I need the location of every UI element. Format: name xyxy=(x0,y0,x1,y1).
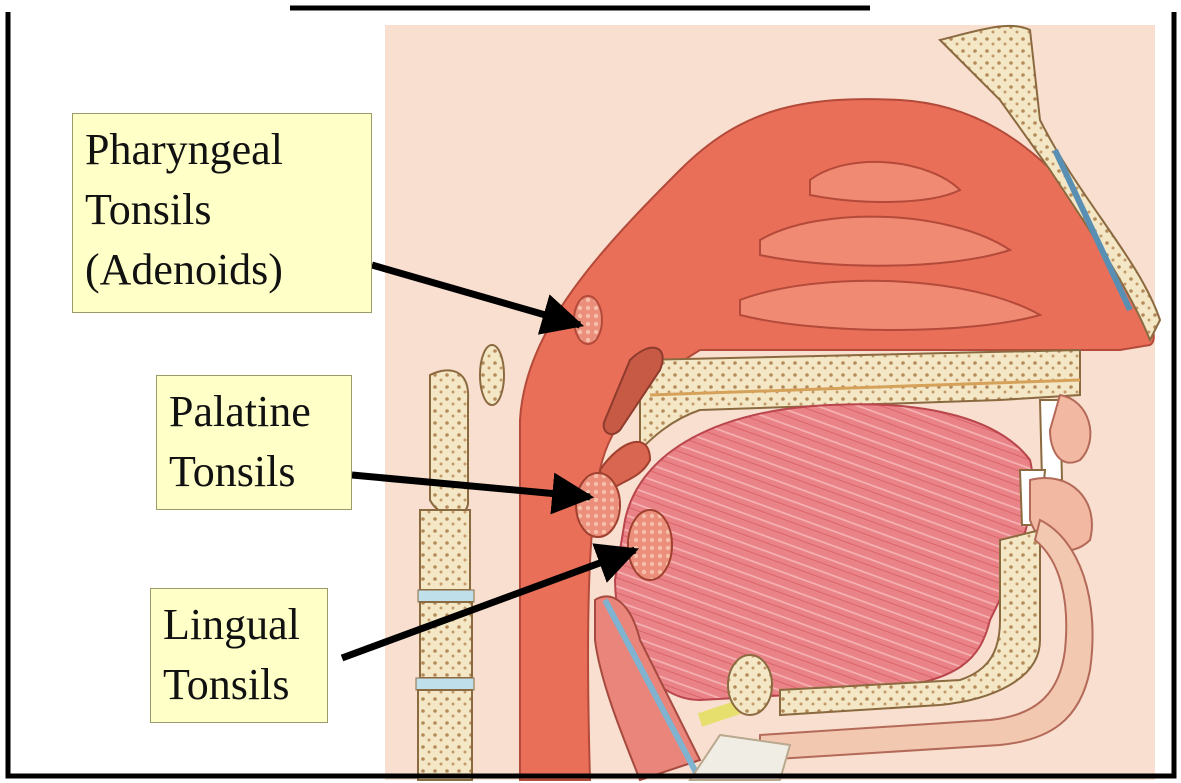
label-line: Tonsils xyxy=(163,655,317,715)
label-line: Tonsils xyxy=(169,442,341,502)
tongue xyxy=(615,404,1033,700)
label-line: Palatine xyxy=(169,382,341,442)
lingual-tonsil xyxy=(628,510,672,580)
pharyngeal-tonsil xyxy=(574,296,602,344)
label-line: Lingual xyxy=(163,595,317,655)
palatine-tonsil xyxy=(576,473,620,537)
label-pharyngeal-tonsils: Pharyngeal Tonsils (Adenoids) xyxy=(72,113,372,313)
label-line: Tonsils xyxy=(85,180,361,240)
label-line: (Adenoids) xyxy=(85,240,361,300)
label-line: Pharyngeal xyxy=(85,120,361,180)
label-lingual-tonsils: Lingual Tonsils xyxy=(150,588,328,723)
label-palatine-tonsils: Palatine Tonsils xyxy=(156,375,352,510)
